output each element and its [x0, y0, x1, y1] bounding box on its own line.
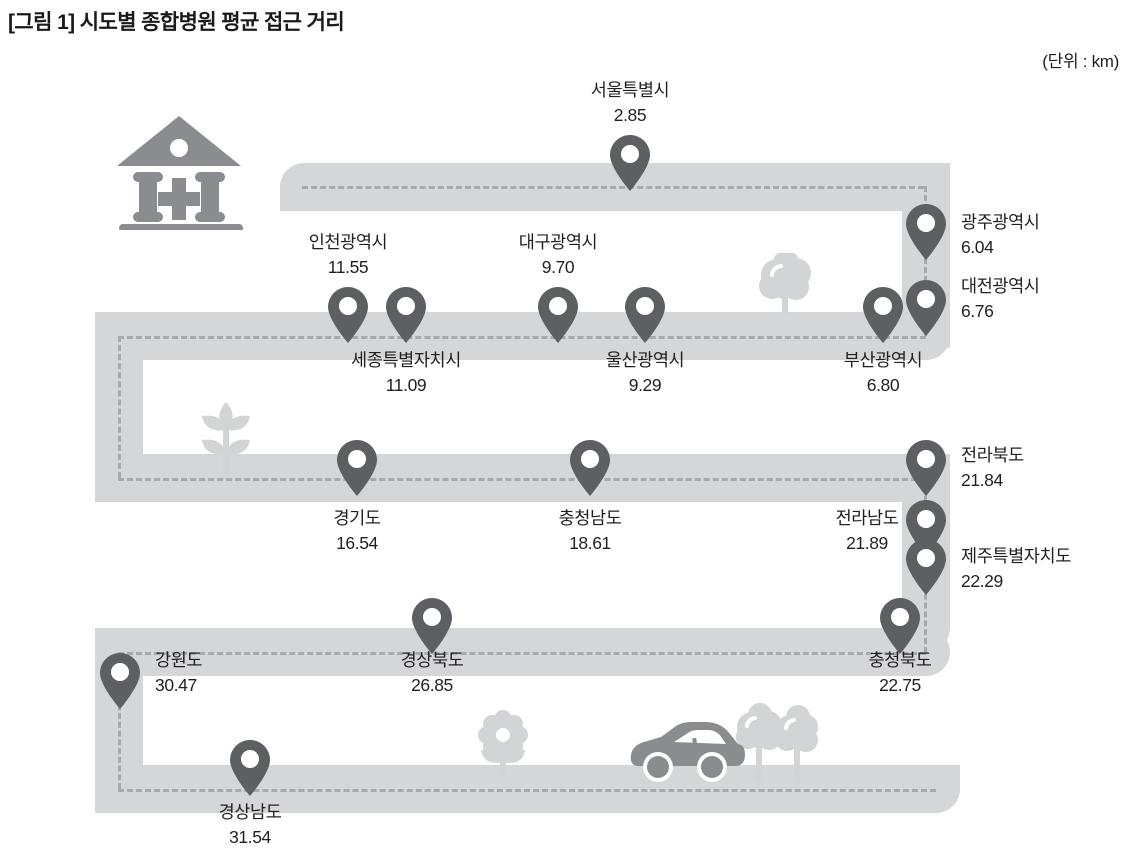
label-name-gyeonggi: 경기도 [333, 508, 381, 528]
label-daejeon: 대전광역시 6.76 [961, 274, 1040, 324]
label-value-gangwon: 30.47 [155, 674, 197, 695]
car-icon [630, 722, 745, 784]
road-dash-top [302, 186, 924, 189]
tree-icon-pair [728, 703, 824, 781]
label-name-gwangju: 광주광역시 [961, 212, 1040, 232]
label-name-chungbuk: 충청북도 [868, 650, 932, 670]
label-value-chungbuk: 22.75 [879, 674, 921, 695]
label-name-daegu: 대구광역시 [518, 232, 598, 252]
label-jeonnam: 전라남도 21.89 [836, 506, 899, 556]
map-pin-icon-sejong[interactable] [386, 287, 426, 343]
label-sejong: 세종특별자치시 11.09 [351, 348, 461, 398]
map-pin-icon-busan[interactable] [863, 287, 903, 343]
label-value-daegu: 9.70 [541, 256, 575, 277]
label-name-gyeongnam: 경상남도 [218, 802, 282, 822]
label-value-busan: 6.80 [866, 374, 900, 395]
map-pin-icon-jeonbuk[interactable] [906, 440, 946, 496]
road-dash-left-1 [118, 336, 121, 478]
label-jeonbuk: 전라북도 21.84 [961, 443, 1024, 493]
label-name-busan: 부산광역시 [843, 350, 923, 370]
road-dash-bottom [118, 789, 936, 792]
label-gyeonggi: 경기도 16.54 [333, 506, 381, 556]
map-pin-icon-daejeon[interactable] [906, 280, 946, 336]
label-name-jeju: 제주특별자치도 [961, 546, 1071, 566]
road-dash-row2 [118, 336, 926, 339]
label-gwangju: 광주광역시 6.04 [961, 210, 1040, 260]
map-pin-icon-gyeonggi[interactable] [337, 440, 377, 496]
label-value-jeonbuk: 21.84 [961, 469, 1003, 490]
map-pin-icon-seoul[interactable] [610, 135, 650, 191]
map-pin-icon-gwangju[interactable] [906, 204, 946, 260]
label-ulsan: 울산광역시 9.29 [606, 348, 685, 398]
label-value-incheon: 11.55 [327, 256, 369, 277]
label-name-chungnam: 충청남도 [558, 508, 622, 528]
label-name-ulsan: 울산광역시 [605, 350, 685, 370]
label-value-ulsan: 9.29 [628, 374, 662, 395]
label-gangwon: 강원도 30.47 [155, 648, 203, 698]
road-dash-right-1 [924, 186, 927, 336]
label-gyeongnam: 경상남도 31.54 [219, 800, 282, 850]
label-chungnam: 충청남도 18.61 [559, 506, 622, 556]
map-pin-icon-daegu[interactable] [538, 287, 578, 343]
unit-label: (단위 : km) [1042, 52, 1119, 71]
road-dash-row3 [118, 478, 926, 481]
label-name-jeonbuk: 전라북도 [961, 445, 1024, 465]
map-pin-icon-jeju[interactable] [906, 539, 946, 595]
hospital-building-icon [115, 112, 247, 232]
map-pin-icon-gangwon[interactable] [100, 653, 140, 709]
tree-icon [752, 253, 830, 315]
map-pin-icon-incheon[interactable] [328, 287, 368, 343]
label-incheon: 인천광역시 11.55 [309, 230, 388, 280]
map-pin-icon-gyeongbuk[interactable] [412, 598, 452, 654]
label-busan: 부산광역시 6.80 [844, 348, 923, 398]
map-pin-icon-chungbuk[interactable] [880, 598, 920, 654]
label-value-sejong: 11.09 [385, 374, 427, 395]
map-pin-icon-gyeongnam[interactable] [230, 740, 270, 796]
label-value-gyeongbuk: 26.85 [411, 674, 453, 695]
label-value-jeju: 22.29 [961, 570, 1003, 591]
label-value-jeonnam: 21.89 [846, 532, 888, 553]
flower-icon [473, 708, 533, 780]
label-seoul: 서울특별시 2.85 [591, 78, 670, 128]
label-daegu: 대구광역시 9.70 [519, 230, 598, 280]
label-name-sejong: 세종특별자치시 [351, 350, 461, 370]
road-dash-row4 [118, 652, 926, 655]
label-value-gyeongnam: 31.54 [229, 826, 271, 847]
label-name-seoul: 서울특별시 [590, 80, 670, 100]
label-value-chungnam: 18.61 [569, 532, 611, 553]
label-name-jeonnam: 전라남도 [835, 508, 899, 528]
plant-sprout-icon [196, 400, 256, 478]
label-jeju: 제주특별자치도 22.29 [961, 544, 1071, 594]
label-name-gangwon: 강원도 [155, 650, 203, 670]
label-name-daejeon: 대전광역시 [961, 276, 1040, 296]
label-value-seoul: 2.85 [613, 104, 647, 125]
label-gyeongbuk: 경상북도 26.85 [401, 648, 464, 698]
label-value-gyeonggi: 16.54 [336, 532, 378, 553]
label-chungbuk: 충청북도 22.75 [869, 648, 932, 698]
label-value-gwangju: 6.04 [961, 236, 994, 257]
label-value-daejeon: 6.76 [961, 300, 994, 321]
road-dash-left-2 [118, 652, 121, 789]
page-title: [그림 1] 시도별 종합병원 평균 접근 거리 [8, 11, 345, 34]
map-pin-icon-chungnam[interactable] [570, 440, 610, 496]
label-name-gyeongbuk: 경상북도 [400, 650, 464, 670]
label-name-incheon: 인천광역시 [308, 232, 388, 252]
map-pin-icon-ulsan[interactable] [625, 287, 665, 343]
